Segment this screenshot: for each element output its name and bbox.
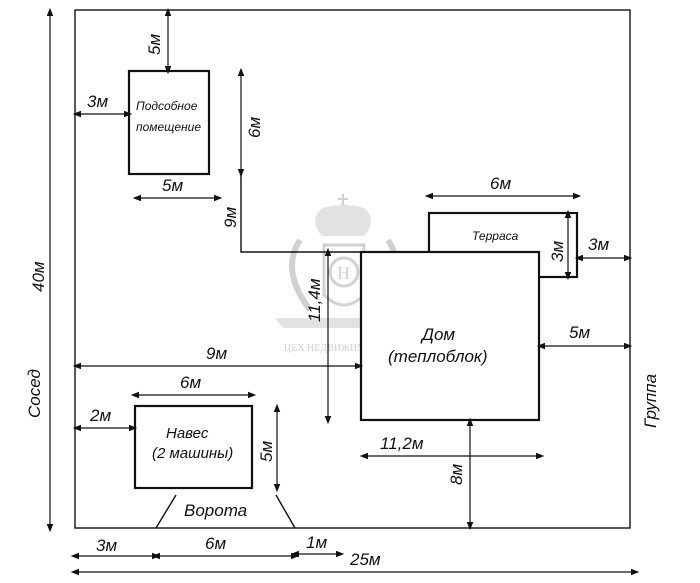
svg-text:Н: Н bbox=[337, 263, 350, 283]
dim-house-to-bottom-label: 8м bbox=[447, 464, 466, 485]
dim-left-to-outbuilding-label: 3м bbox=[87, 92, 108, 111]
neighbor-label: Сосед bbox=[25, 369, 44, 418]
group-label: Группа bbox=[641, 374, 660, 428]
gate-lines bbox=[155, 494, 296, 529]
dim-terrace-width-label: 6м bbox=[490, 174, 511, 193]
dim-house-width-label: 11,2м bbox=[380, 434, 424, 453]
watermark-text: ЦЕХ НЕДВИЖИМОСТИ bbox=[284, 343, 394, 354]
dim-outbuilding-width-label: 5м bbox=[162, 176, 183, 195]
house-label-1: Дом bbox=[420, 325, 455, 344]
canopy-box bbox=[133, 404, 254, 490]
outbuilding-label-2: помещение bbox=[136, 120, 201, 134]
outbuilding-label-1: Подсобное bbox=[136, 99, 198, 113]
dim-house-height-label: 11,4м bbox=[305, 278, 324, 322]
dim-canopy-width-label: 6м bbox=[180, 373, 201, 392]
dim-outbuilding-height-label: 6м bbox=[245, 117, 264, 138]
dim-gate-width-label: 6м bbox=[205, 534, 226, 553]
house-label-2: (теплоблок) bbox=[388, 347, 488, 366]
dim-plot-height-label: 40м bbox=[29, 261, 48, 292]
dim-left-to-canopy-label: 2м bbox=[89, 406, 111, 425]
dim-terrace-height-label: 3м bbox=[548, 241, 567, 262]
dim-left-to-house-label: 9м bbox=[206, 344, 227, 363]
dim-top-to-outbuilding-label: 5м bbox=[145, 34, 164, 55]
house-box bbox=[359, 250, 541, 422]
canopy-label-2: (2 машины) bbox=[152, 445, 233, 462]
plot-boundary bbox=[74, 9, 631, 529]
dim-bottom-gap-label: 1м bbox=[306, 533, 327, 552]
dim-outbuilding-to-house-label: 9м bbox=[221, 207, 240, 228]
outbuilding-box bbox=[127, 69, 211, 176]
dim-terrace-to-right-label: 3м bbox=[588, 235, 609, 254]
gate-label: Ворота bbox=[184, 501, 247, 520]
dim-canopy-height-label: 5м bbox=[257, 441, 276, 462]
dim-bottom-left-label: 3м bbox=[96, 536, 117, 555]
outbuilding-house-connector bbox=[240, 174, 361, 253]
canopy-label-1: Навес bbox=[166, 425, 209, 442]
dim-plot-width-label: 25м bbox=[349, 550, 381, 569]
dim-house-to-right-label: 5м bbox=[569, 323, 590, 342]
terrace-label: Терраса bbox=[472, 229, 519, 243]
